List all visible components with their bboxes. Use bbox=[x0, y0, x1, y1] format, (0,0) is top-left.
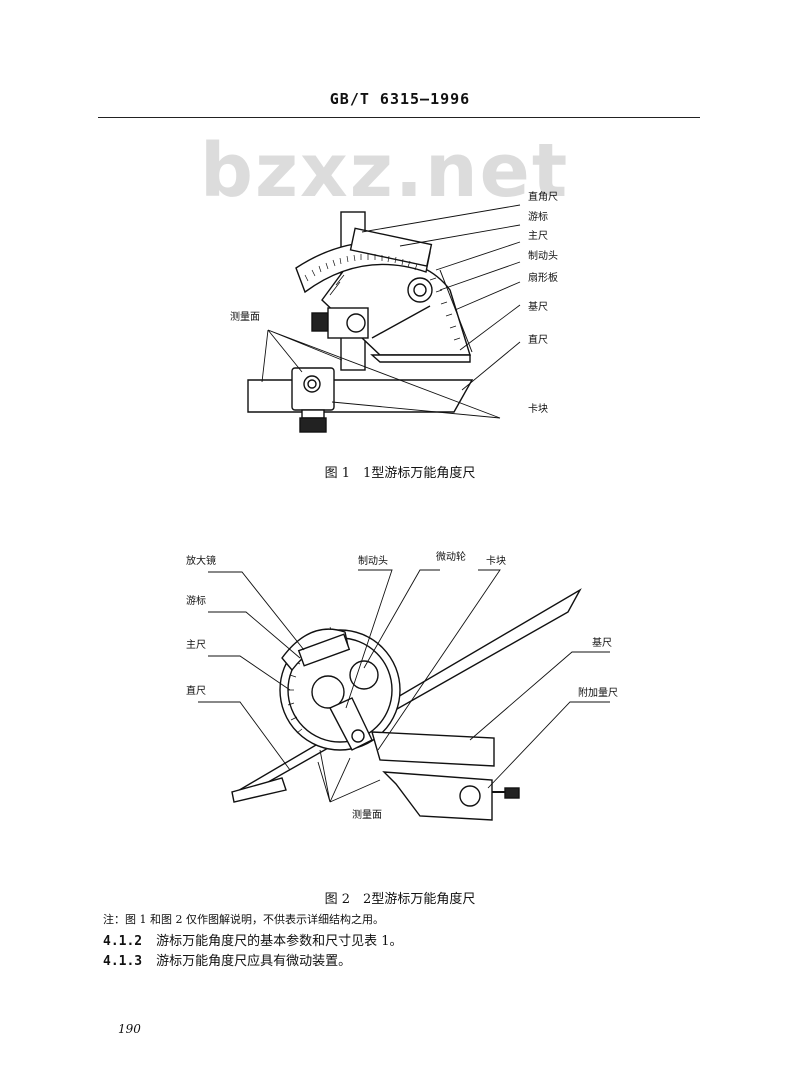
sector-screw bbox=[407, 277, 433, 303]
figure-1-caption: 图 1 1型游标万能角度尺 bbox=[324, 466, 476, 481]
figure-note: 注：图 1 和图 2 仅作图解说明，不供表示详细结构之用。 bbox=[103, 913, 384, 926]
label-sector-plate: 扇形板 bbox=[528, 271, 558, 284]
brake-arm bbox=[329, 697, 373, 751]
label-base-ruler: 基尺 bbox=[528, 300, 548, 313]
brake-knob bbox=[311, 312, 329, 332]
label-fine-wheel: 微动轮 bbox=[436, 550, 466, 563]
clause-4-1-3: 4.1.3 游标万能角度尺应具有微动装置。 bbox=[103, 950, 351, 969]
vernier-scale bbox=[297, 633, 351, 667]
clause-text: 游标万能角度尺的基本参数和尺寸见表 1。 bbox=[156, 934, 403, 949]
extra-ruler-shape bbox=[382, 771, 493, 821]
label-extra-ruler: 附加量尺 bbox=[578, 686, 618, 699]
label-main-scale: 主尺 bbox=[186, 639, 206, 651]
figure-2-drawing: 放大镜 游标 主尺 直尺 制动头 微动轮 卡块 基尺 附加量尺 测量面 bbox=[186, 550, 618, 821]
fine-wheel bbox=[349, 660, 379, 690]
label-vernier: 游标 bbox=[528, 210, 548, 223]
label-measuring-face: 测量面 bbox=[352, 808, 382, 821]
dial-hub bbox=[311, 675, 345, 709]
clamp-block bbox=[291, 367, 335, 411]
figure-2-leaders bbox=[198, 569, 610, 803]
clause-number: 4.1.2 bbox=[103, 934, 143, 949]
clamp-screw-knob bbox=[299, 417, 327, 433]
page-number: 190 bbox=[118, 1022, 141, 1036]
standard-number: GB/T 6315—1996 bbox=[329, 90, 471, 108]
label-straight-ruler: 直尺 bbox=[528, 333, 548, 346]
extra-ruler-knob bbox=[504, 787, 520, 799]
base-ruler-shape bbox=[247, 379, 474, 413]
figure-1-leaders bbox=[261, 204, 521, 419]
figure-1-drawing: 直角尺 游标 主尺 制动头 扇形板 基尺 直尺 卡块 测量面 bbox=[230, 190, 558, 433]
brake-head-block bbox=[327, 307, 369, 339]
label-right-angle-ruler: 直角尺 bbox=[528, 190, 558, 203]
label-vernier: 游标 bbox=[186, 594, 206, 607]
label-measuring-face: 测量面 bbox=[230, 310, 260, 323]
label-magnifier: 放大镜 bbox=[186, 554, 216, 567]
watermark: bzxz.net bbox=[200, 128, 570, 214]
label-straight-ruler: 直尺 bbox=[186, 684, 206, 697]
label-brake-head: 制动头 bbox=[358, 554, 388, 567]
arc-graduations bbox=[304, 254, 461, 341]
clamp-bar bbox=[371, 731, 495, 767]
clause-text: 游标万能角度尺应具有微动装置。 bbox=[156, 954, 352, 969]
figure-2-caption: 图 2 2型游标万能角度尺 bbox=[324, 892, 476, 907]
clause-4-1-2: 4.1.2 游标万能角度尺的基本参数和尺寸见表 1。 bbox=[103, 930, 403, 949]
label-brake-head: 制动头 bbox=[528, 249, 558, 262]
label-main-scale: 主尺 bbox=[528, 230, 548, 242]
clause-number: 4.1.3 bbox=[103, 954, 143, 969]
label-base-ruler: 基尺 bbox=[592, 636, 612, 649]
label-clamp: 卡块 bbox=[486, 554, 506, 567]
label-clamp: 卡块 bbox=[528, 402, 548, 415]
header-rule bbox=[98, 117, 700, 118]
